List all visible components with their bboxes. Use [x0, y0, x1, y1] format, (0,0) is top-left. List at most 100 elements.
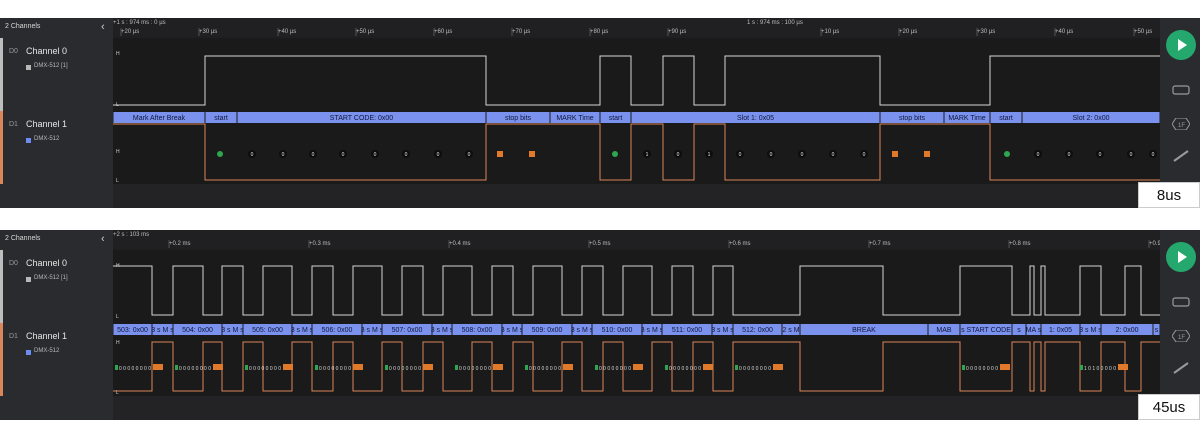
- protocol-frame[interactable]: [222, 324, 243, 335]
- start-bit-marker: [525, 365, 528, 370]
- timeline-ruler[interactable]: [113, 230, 1160, 248]
- channel-name[interactable]: Channel 1: [26, 119, 68, 129]
- start-bit-marker: [385, 365, 388, 370]
- device-icon[interactable]: [1172, 296, 1190, 308]
- collapse-chevron-icon[interactable]: ‹: [101, 233, 105, 245]
- start-capture-button[interactable]: [1166, 242, 1196, 272]
- channel-row-1[interactable]: D1 Channel 1 DMX-512: [0, 111, 113, 184]
- protocol-frame[interactable]: [1101, 324, 1153, 335]
- channel-sidebar: 2 Channels ‹ D0 Channel 0 DMX-512 [1] D1…: [0, 230, 113, 420]
- channel-row-0[interactable]: D0 Channel 0 DMX-512 [1]: [0, 38, 113, 111]
- protocol-frame[interactable]: [733, 324, 782, 335]
- high-marker: H: [116, 340, 120, 346]
- start-capture-button[interactable]: [1166, 30, 1196, 60]
- timeline-ticks: +0.2 ms+0.3 ms+0.4 ms+0.5 ms+0.6 ms+0.7 …: [168, 240, 1160, 248]
- protocol-frame[interactable]: [782, 324, 800, 335]
- protocol-frame[interactable]: [486, 112, 550, 123]
- channel-row-0[interactable]: D0 Channel 0 DMX-512 [1]: [0, 250, 113, 323]
- protocol-frame[interactable]: [292, 324, 312, 335]
- data-bit-value: 0: [677, 152, 680, 158]
- protocol-frame[interactable]: [173, 324, 222, 335]
- channel-name[interactable]: Channel 0: [26, 258, 68, 268]
- channel-0-waveform: [113, 265, 1160, 316]
- protocol-frame[interactable]: [990, 112, 1022, 123]
- stop-bit-marker: [703, 364, 713, 370]
- data-bit-marker: [705, 150, 713, 158]
- protocol-frame[interactable]: [592, 324, 642, 335]
- protocol-frame[interactable]: [880, 112, 944, 123]
- protocol-frame[interactable]: [113, 112, 205, 123]
- waveform-area[interactable]: +1 s : 974 ms : 0 µs 1 s : 974 ms : 100 …: [113, 18, 1160, 208]
- protocol-frame-label: 511: 0x00: [672, 327, 702, 334]
- collapse-chevron-icon[interactable]: ‹: [101, 21, 105, 33]
- scroll-strip[interactable]: [113, 396, 1160, 420]
- channel-name[interactable]: Channel 0: [26, 46, 68, 56]
- stop-bit-marker: [892, 151, 898, 157]
- measure-icon[interactable]: [1172, 362, 1190, 374]
- scroll-strip[interactable]: [113, 184, 1160, 208]
- stop-bit-marker: [633, 364, 643, 370]
- device-icon[interactable]: [1172, 84, 1190, 96]
- protocol-frame[interactable]: [928, 324, 960, 335]
- stop-bit-marker: [1000, 364, 1010, 370]
- measure-icon[interactable]: [1172, 150, 1190, 162]
- protocol-frame[interactable]: [382, 324, 432, 335]
- data-bit-group: 0 0 0 0 0 0 0 0: [119, 366, 151, 372]
- protocol-frame-label: BREAK: [852, 327, 876, 334]
- channel-0-track: [113, 250, 1160, 323]
- protocol-frame[interactable]: [522, 324, 572, 335]
- timeline-ruler[interactable]: [113, 18, 1160, 36]
- data-bit-marker: [402, 150, 410, 158]
- stop-bit-marker: [353, 364, 363, 370]
- channel-1-track: [113, 323, 1160, 396]
- protocol-frame[interactable]: [113, 324, 152, 335]
- start-bit-marker: [962, 365, 965, 370]
- protocol-frame[interactable]: [452, 324, 502, 335]
- protocol-frame[interactable]: [1026, 324, 1041, 335]
- protocol-frame[interactable]: [642, 324, 662, 335]
- protocol-frame-label: 3 s M s: [571, 327, 594, 334]
- protocol-frame[interactable]: [944, 112, 990, 123]
- protocol-frame[interactable]: [1041, 324, 1080, 335]
- protocol-frame[interactable]: [1012, 324, 1026, 335]
- protocol-frame[interactable]: [712, 324, 733, 335]
- analyzers-icon[interactable]: 1F: [1172, 118, 1190, 130]
- protocol-frame[interactable]: [432, 324, 452, 335]
- data-bit-value: 0: [832, 152, 835, 158]
- protocol-frame[interactable]: [631, 112, 880, 123]
- protocol-frame[interactable]: [1080, 324, 1101, 335]
- protocol-frame[interactable]: [800, 324, 928, 335]
- protocol-frame[interactable]: [960, 324, 1012, 335]
- channel-name[interactable]: Channel 1: [26, 331, 68, 341]
- protocol-frame[interactable]: [600, 112, 631, 123]
- data-bit-marker: [309, 150, 317, 158]
- protocol-frame[interactable]: [152, 324, 173, 335]
- data-bit-value: 1: [708, 152, 711, 158]
- protocol-frame[interactable]: [1022, 112, 1160, 123]
- protocol-frame[interactable]: [572, 324, 592, 335]
- protocol-frame[interactable]: [502, 324, 522, 335]
- timeline-tick-label: +30 µs: [199, 29, 217, 35]
- start-bit-marker: [175, 365, 178, 370]
- protocol-frame[interactable]: [362, 324, 382, 335]
- protocol-frame[interactable]: [237, 112, 486, 123]
- data-bit-value: 0: [1037, 152, 1040, 158]
- protocol-frame[interactable]: [312, 324, 362, 335]
- timeline-tick-label: +50 µs: [1134, 29, 1152, 35]
- protocol-frame[interactable]: [550, 112, 600, 123]
- data-bit-marker: [674, 150, 682, 158]
- channel-row-1[interactable]: D1 Channel 1 DMX-512: [0, 323, 113, 396]
- protocol-frame[interactable]: [243, 324, 292, 335]
- data-bit-marker: [434, 150, 442, 158]
- stop-bit-marker: [213, 364, 223, 370]
- protocol-frame[interactable]: [662, 324, 712, 335]
- waveform-area[interactable]: +2 s : 103 ms +0.2 ms+0.3 ms+0.4 ms+0.5 …: [113, 230, 1160, 420]
- start-bit-marker: [665, 365, 668, 370]
- protocol-frame[interactable]: [205, 112, 237, 123]
- protocol-frame[interactable]: [1153, 324, 1160, 335]
- analyzers-icon[interactable]: 1F: [1172, 330, 1190, 342]
- data-bit-group: 0 0 0 0 0 0 0 0: [249, 366, 281, 372]
- protocol-frame-label: 504: 0x00: [182, 327, 213, 334]
